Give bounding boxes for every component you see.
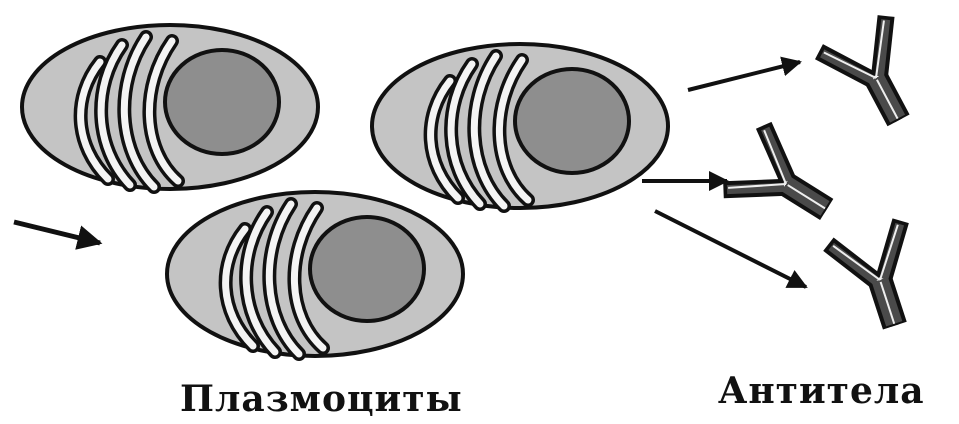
plasma-cell-icon bbox=[167, 192, 463, 356]
antibody-icon bbox=[723, 125, 846, 241]
arrow-icon bbox=[655, 211, 806, 287]
plasma-cell-icon bbox=[372, 44, 668, 208]
incoming-arrow-icon bbox=[14, 222, 100, 243]
arrow-icon bbox=[688, 62, 800, 90]
antibody-icon bbox=[819, 16, 932, 138]
plasma-cells-label: Плазмоциты bbox=[180, 378, 463, 420]
plasma-cell-icon bbox=[22, 25, 318, 189]
antibodies-label: Антитела bbox=[718, 370, 925, 412]
antibody-icon bbox=[828, 221, 931, 338]
